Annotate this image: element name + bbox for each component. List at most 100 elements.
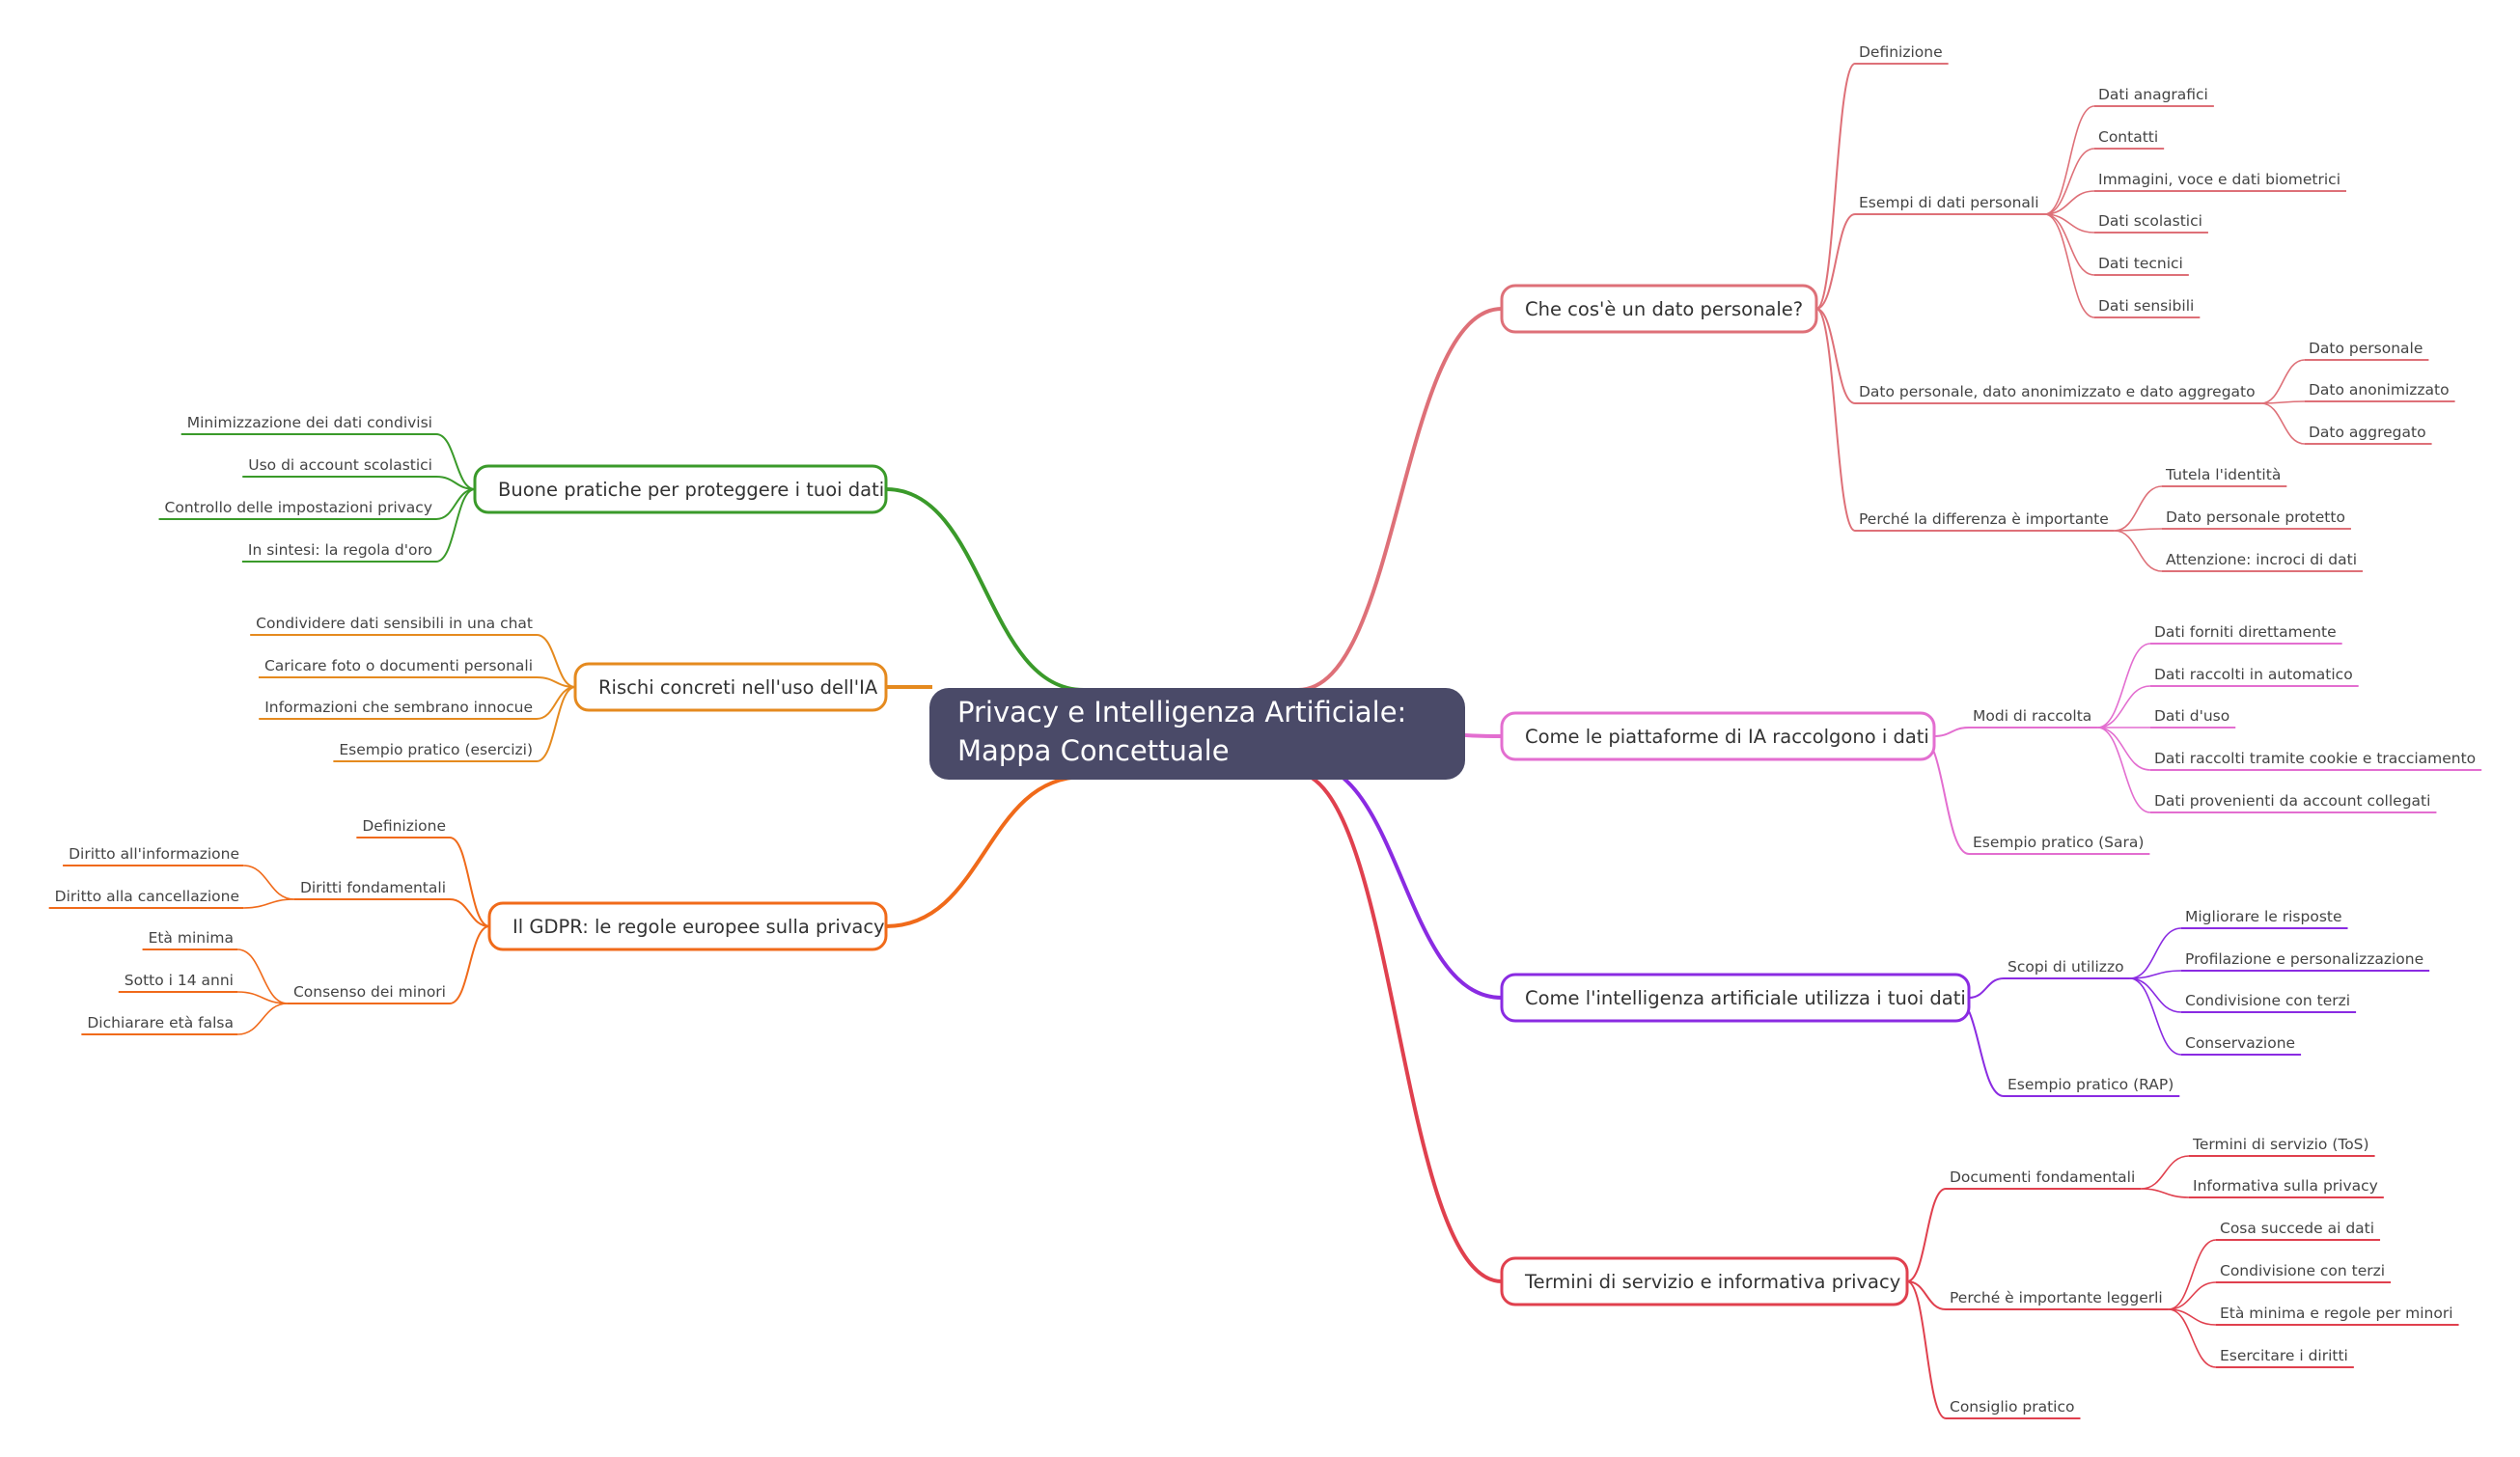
- b6-child-link: [536, 634, 576, 688]
- b4-s2-label[interactable]: Perché è importante leggerli: [1950, 1289, 2163, 1306]
- b2-s1-child-3[interactable]: Dati raccolti tramite cookie e tracciame…: [2154, 750, 2476, 767]
- b6-child-1[interactable]: Caricare foto o documenti personali: [264, 657, 533, 674]
- b5-child-3[interactable]: In sintesi: la regola d'oro: [248, 541, 432, 559]
- branch-title: Come l'intelligenza artificiale utilizza…: [1525, 987, 1966, 1009]
- b1-s2-child-3[interactable]: Dati scolastici: [2098, 212, 2202, 230]
- b7-s2-label[interactable]: Diritti fondamentali: [300, 879, 446, 896]
- root-to-b4-link: [1292, 770, 1503, 1283]
- b1-s4-child-2[interactable]: Attenzione: incroci di dati: [2166, 551, 2357, 568]
- b6-child-0[interactable]: Condividere dati sensibili in una chat: [256, 615, 533, 632]
- b2-s1-child-1[interactable]: Dati raccolti in automatico: [2154, 666, 2353, 683]
- b2-s1-child-2[interactable]: Dati d'uso: [2154, 707, 2229, 725]
- branch-node-b5[interactable]: Buone pratiche per proteggere i tuoi dat…: [473, 464, 888, 514]
- b1-s2-child-5[interactable]: Dati sensibili: [2098, 297, 2194, 315]
- b7-s3-child-link: [236, 1003, 288, 1035]
- b3-s1-child-0[interactable]: Migliorare le risposte: [2185, 908, 2342, 925]
- b7-s1-label[interactable]: Definizione: [362, 817, 446, 835]
- b1-s2-child-link: [2044, 213, 2095, 234]
- b2-s2-label[interactable]: Esempio pratico (Sara): [1973, 834, 2144, 851]
- b1-s4-link: [1815, 308, 1856, 532]
- b5-child-1[interactable]: Uso di account scolastici: [248, 456, 432, 474]
- b3-s1-label[interactable]: Scopi di utilizzo: [2008, 958, 2124, 976]
- b7-s2-child-1[interactable]: Diritto alla cancellazione: [55, 888, 239, 905]
- b1-s2-child-link: [2044, 105, 2095, 215]
- branch-node-box: [1500, 284, 1818, 334]
- b3-s1-child-link: [2129, 977, 2182, 1013]
- root-to-b7-link: [885, 775, 1085, 928]
- b2-s1-link: [1933, 727, 1970, 737]
- b4-s3-label[interactable]: Consiglio pratico: [1950, 1398, 2074, 1416]
- b1-s2-child-1[interactable]: Contatti: [2098, 128, 2158, 146]
- b4-s2-child-link: [2168, 1281, 2217, 1310]
- b7-s3-child-0[interactable]: Età minima: [149, 929, 234, 947]
- b2-s1-child-link: [2097, 727, 2151, 813]
- b7-s2-link: [449, 898, 490, 927]
- root-node[interactable]: Privacy e Intelligenza Artificiale:Mappa…: [929, 688, 1465, 780]
- b4-s2-child-1[interactable]: Condivisione con terzi: [2220, 1262, 2385, 1279]
- b4-s2-child-0[interactable]: Cosa succede ai dati: [2220, 1220, 2374, 1237]
- b1-s4-child-1[interactable]: Dato personale protetto: [2166, 509, 2345, 526]
- b2-s1-child-4[interactable]: Dati provenienti da account collegati: [2154, 792, 2430, 810]
- b7-s2-child-link: [242, 865, 294, 900]
- b1-s2-child-4[interactable]: Dati tecnici: [2098, 255, 2183, 272]
- b1-s4-child-link: [2114, 528, 2163, 532]
- b5-child-2[interactable]: Controllo delle impostazioni privacy: [165, 499, 432, 516]
- b7-s2-child-0[interactable]: Diritto all'informazione: [69, 845, 239, 863]
- b3-s1-link: [1968, 977, 2005, 999]
- b1-s1-link: [1815, 63, 1856, 310]
- b2-s1-label[interactable]: Modi di raccolta: [1973, 707, 2091, 725]
- b1-s2-label[interactable]: Esempi di dati personali: [1859, 194, 2039, 211]
- branch-node-b7[interactable]: Il GDPR: le regole europee sulla privacy: [487, 901, 888, 951]
- branch-node-b6[interactable]: Rischi concreti nell'uso dell'IA: [573, 662, 888, 712]
- branch-node-box: [1500, 1256, 1909, 1306]
- b1-s2-child-2[interactable]: Immagini, voce e dati biometrici: [2098, 171, 2340, 188]
- b7-s3-child-1[interactable]: Sotto i 14 anni: [125, 972, 234, 989]
- b1-s3-child-1[interactable]: Dato anonimizzato: [2309, 381, 2450, 399]
- branch-node-b1[interactable]: Che cos'è un dato personale?: [1500, 284, 1818, 334]
- b4-s2-link: [1906, 1280, 1947, 1310]
- branch-node-b2[interactable]: Come le piattaforme di IA raccolgono i d…: [1500, 711, 1936, 761]
- branch-node-b3[interactable]: Come l'intelligenza artificiale utilizza…: [1500, 973, 1971, 1023]
- b7-s3-child-2[interactable]: Dichiarare età falsa: [87, 1014, 234, 1031]
- b4-s2-child-3[interactable]: Esercitare i diritti: [2220, 1347, 2348, 1364]
- b4-s2-child-2[interactable]: Età minima e regole per minori: [2220, 1305, 2453, 1322]
- b4-s1-child-1[interactable]: Informativa sulla privacy: [2193, 1177, 2378, 1195]
- b7-s3-label[interactable]: Consenso dei minori: [293, 983, 446, 1001]
- b4-s3-link: [1906, 1280, 1947, 1419]
- b3-s2-label[interactable]: Esempio pratico (RAP): [2008, 1076, 2174, 1093]
- b1-s3-child-0[interactable]: Dato personale: [2309, 340, 2423, 357]
- b4-s1-label[interactable]: Documenti fondamentali: [1950, 1168, 2135, 1186]
- b1-s3-label[interactable]: Dato personale, dato anonimizzato e dato…: [1859, 383, 2256, 400]
- root-to-b1-link: [1297, 307, 1503, 692]
- branch-title: Buone pratiche per proteggere i tuoi dat…: [498, 479, 884, 501]
- b3-s1-child-3[interactable]: Conservazione: [2185, 1034, 2295, 1052]
- b1-s2-child-0[interactable]: Dati anagrafici: [2098, 86, 2208, 103]
- b5-child-link: [435, 488, 476, 563]
- b1-s3-child-link: [2260, 359, 2306, 404]
- branch-title: Rischi concreti nell'uso dell'IA: [598, 676, 878, 699]
- b1-s4-child-link: [2114, 485, 2163, 532]
- b1-s4-label[interactable]: Perché la differenza è importante: [1859, 510, 2109, 528]
- b2-s1-child-0[interactable]: Dati forniti direttamente: [2154, 623, 2337, 641]
- b5-child-link: [435, 488, 476, 520]
- b1-s1-label[interactable]: Definizione: [1859, 43, 1943, 61]
- b1-s3-link: [1815, 308, 1856, 404]
- b5-child-0[interactable]: Minimizzazione dei dati condivisi: [187, 414, 432, 431]
- connector-lines: [48, 63, 2482, 1419]
- b6-child-2[interactable]: Informazioni che sembrano innocue: [264, 699, 533, 716]
- b6-child-3[interactable]: Esempio pratico (esercizi): [339, 741, 533, 758]
- b5-child-link: [435, 433, 476, 490]
- b3-s1-child-link: [2129, 927, 2182, 979]
- root-title-line-2: Mappa Concettuale: [957, 734, 1230, 767]
- branch-title: Come le piattaforme di IA raccolgono i d…: [1525, 726, 1929, 748]
- b3-s1-child-2[interactable]: Condivisione con terzi: [2185, 992, 2350, 1009]
- b1-s2-child-link: [2044, 213, 2095, 318]
- b4-s1-child-0[interactable]: Termini di servizio (ToS): [2192, 1136, 2369, 1153]
- b1-s3-child-link: [2260, 400, 2306, 404]
- b3-s1-child-1[interactable]: Profilazione e personalizzazione: [2185, 950, 2423, 968]
- b1-s4-child-0[interactable]: Tutela l'identità: [2165, 466, 2281, 483]
- root-node-box: [929, 688, 1465, 780]
- branch-node-b4[interactable]: Termini di servizio e informativa privac…: [1500, 1256, 1909, 1306]
- b1-s3-child-2[interactable]: Dato aggregato: [2309, 424, 2426, 441]
